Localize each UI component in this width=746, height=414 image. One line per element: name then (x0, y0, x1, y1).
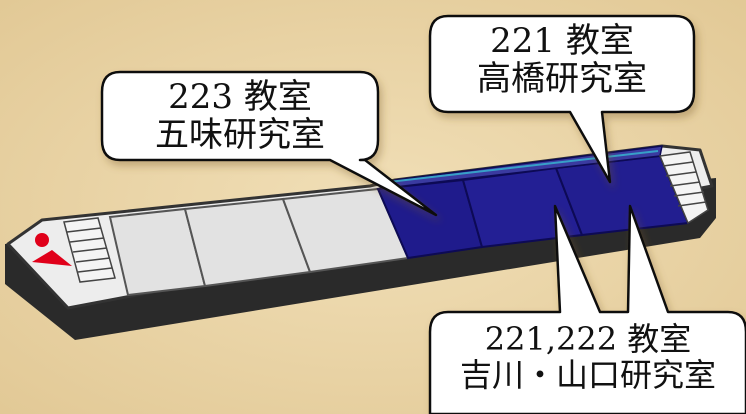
callout-221-text: 221 教室 高橋研究室 (430, 22, 694, 98)
callout-221-222-line2: 吉川・山口研究室 (459, 355, 716, 394)
restroom-marker-head (35, 233, 49, 247)
callout-221-222-line1: 221,222 教室 (484, 320, 692, 358)
restroom-marker-body (32, 250, 72, 266)
stairs-right (658, 151, 709, 225)
corridor-accent (379, 150, 659, 184)
callout-223-text: 223 教室 五味研究室 (102, 78, 378, 154)
callout-221-222-text: 221,222 教室 吉川・山口研究室 (430, 320, 746, 394)
stairs-left (63, 217, 116, 283)
callout-221-line1: 221 教室 (490, 21, 634, 61)
callout-223 (100, 70, 438, 217)
callout-221-line2: 高橋研究室 (477, 59, 647, 100)
callout-221 (428, 14, 696, 184)
callout-223-line2: 五味研究室 (155, 115, 325, 156)
building-model (5, 144, 716, 340)
callout-223-line1: 223 教室 (168, 77, 312, 117)
